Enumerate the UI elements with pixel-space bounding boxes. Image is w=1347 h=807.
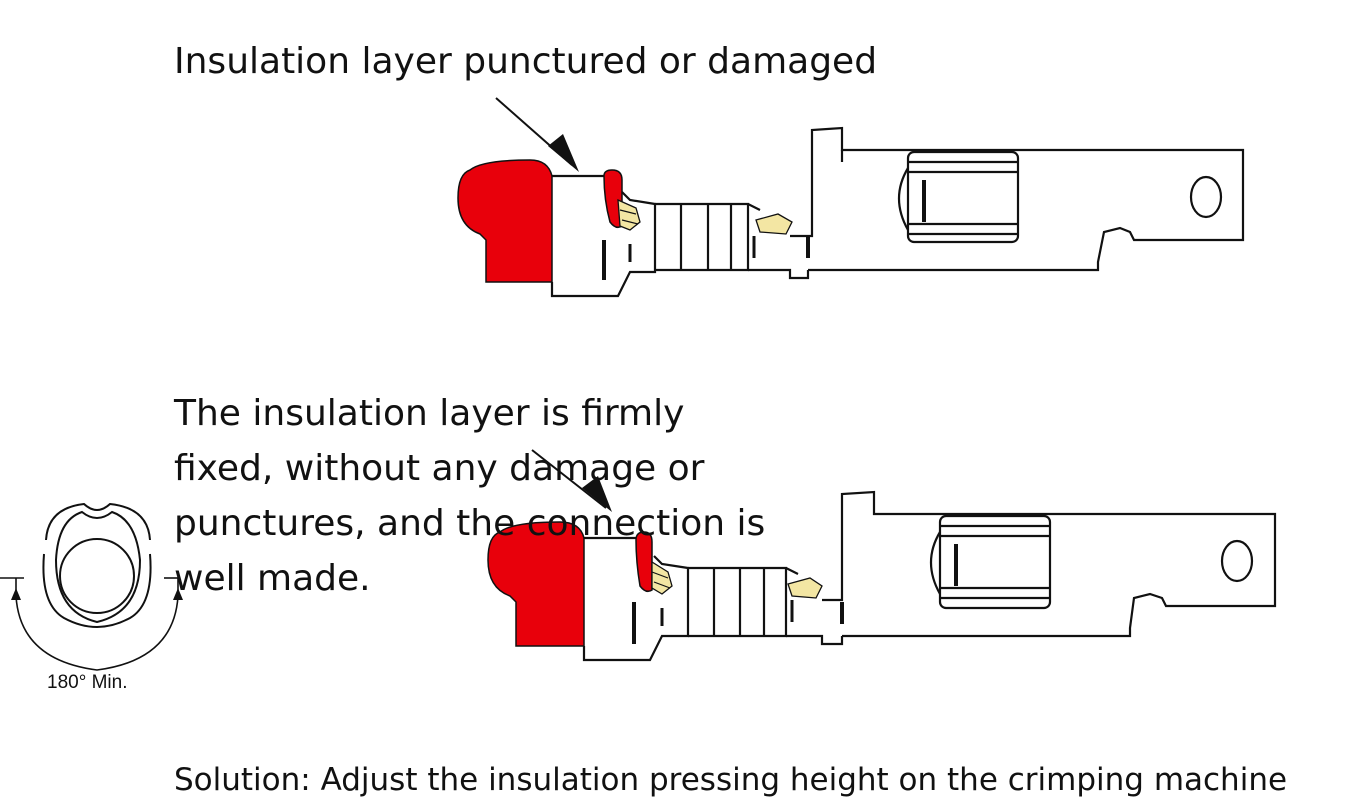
contact-body xyxy=(790,126,1245,272)
wire-strands-1 xyxy=(617,198,641,231)
bottom-label-line-4: well made. xyxy=(174,558,371,599)
angle-label: 180° Min. xyxy=(47,672,128,693)
bottom-label: The insulation layer is firmly fixed, wi… xyxy=(174,386,765,606)
insulation-barrel xyxy=(582,536,690,662)
terminal-hole xyxy=(1220,539,1254,583)
insulation-jacket xyxy=(487,521,585,647)
arrow-head xyxy=(548,134,579,172)
terminal-hole xyxy=(1189,175,1223,219)
insulation-jacket xyxy=(457,159,553,283)
wire-barrel xyxy=(688,566,788,638)
contact-body xyxy=(822,490,1277,638)
wire-barrel xyxy=(655,202,750,272)
arrow-head xyxy=(582,476,612,512)
wire-strands-1 xyxy=(651,560,673,595)
solution-text: Solution: Adjust the insulation pressing… xyxy=(174,762,1288,798)
top-label: Insulation layer punctured or damaged xyxy=(174,41,878,82)
bottom-label-line-2: fixed, without any damage or xyxy=(174,448,705,489)
arrow-pointer-icon xyxy=(531,449,607,509)
wire-strands-2 xyxy=(755,213,793,235)
crimp-cross-section-icon xyxy=(0,502,183,671)
terminal-damaged xyxy=(457,97,1245,298)
wire-strands-2 xyxy=(787,577,823,599)
insulation-barrel xyxy=(550,174,657,298)
terminal-good xyxy=(487,449,1277,662)
bottom-label-line-3: punctures, and the connection is xyxy=(174,503,766,544)
bottom-label-line-1: The insulation layer is firmly xyxy=(174,393,685,434)
